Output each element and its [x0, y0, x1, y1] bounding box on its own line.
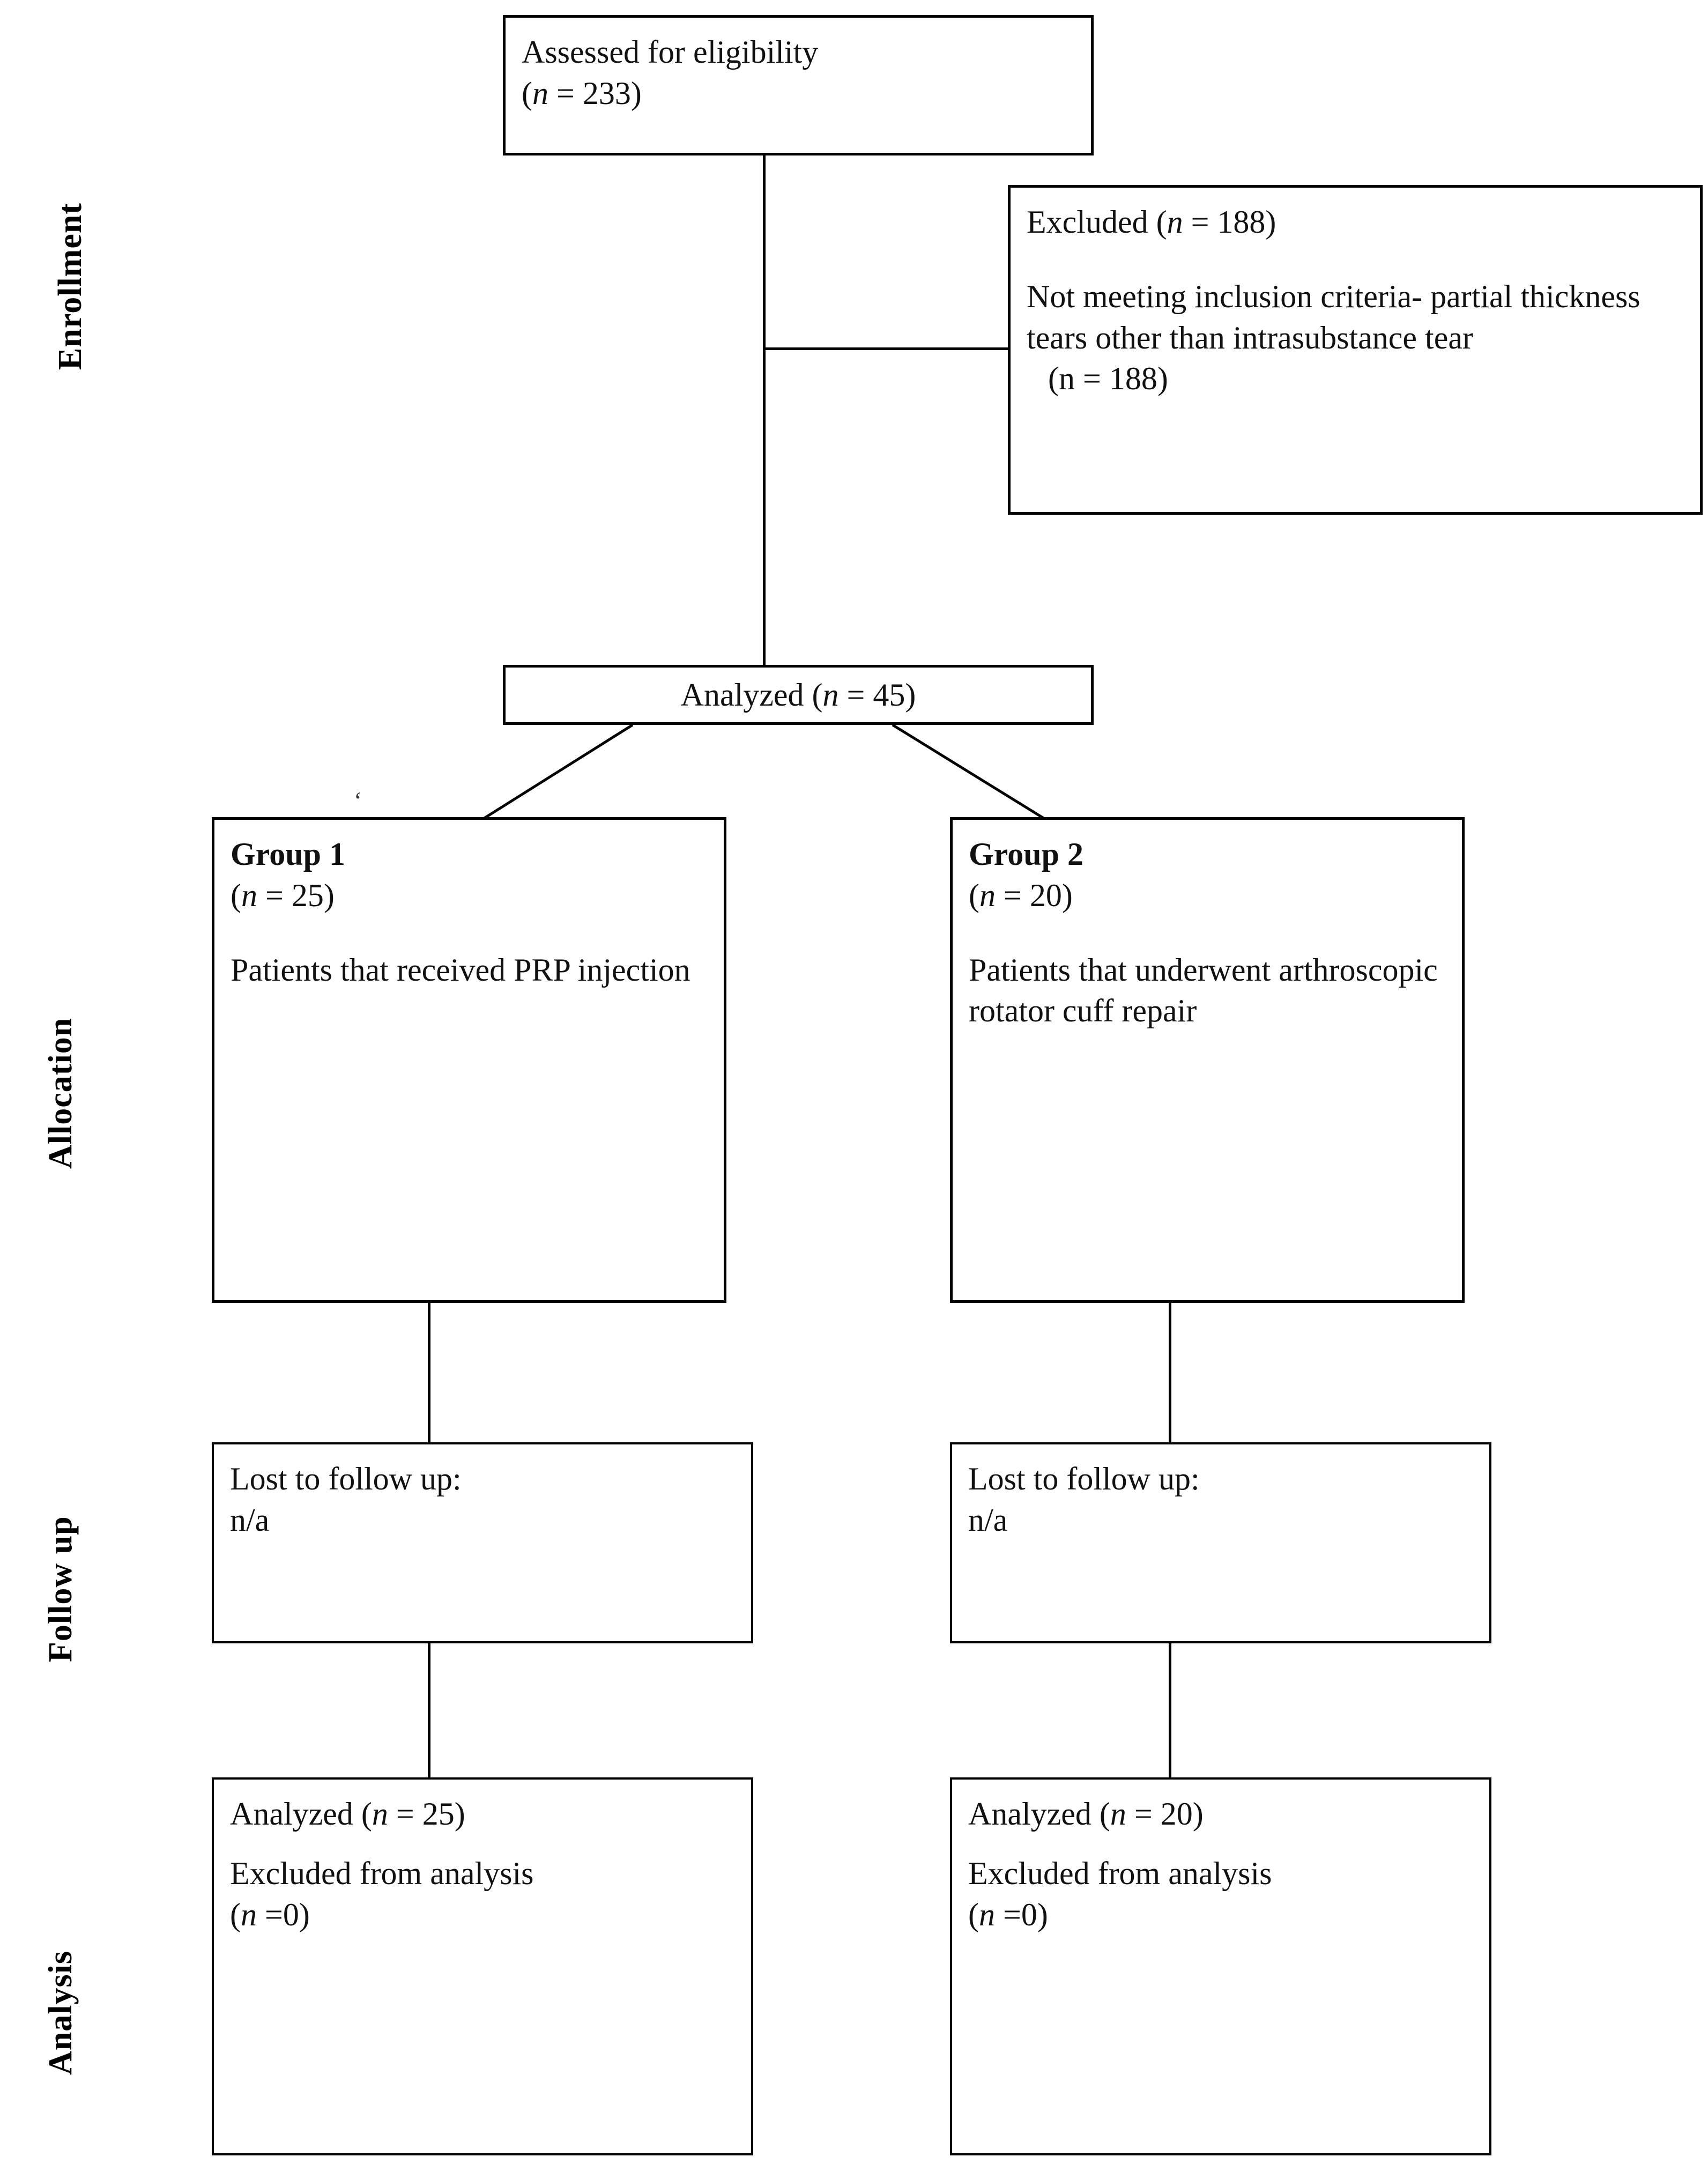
analysis2-n-symbol: n — [1110, 1796, 1126, 1832]
connector-group2-to-followup2 — [1169, 1303, 1171, 1442]
analysis2-spacer — [968, 1835, 1473, 1853]
analysis2-excluded-n-symbol: n — [978, 1896, 995, 1932]
group2-title: Group 2 — [969, 836, 1083, 872]
group1-n-symbol: n — [241, 877, 257, 913]
group1-paren-open: ( — [231, 877, 241, 913]
connector-followup2-to-analysis2 — [1169, 1643, 1171, 1777]
connector-analyzed-to-group1 — [481, 723, 634, 821]
analysis1-excluded-label: Excluded from analysis — [230, 1855, 534, 1891]
assessed-line-2: (n = 233) — [522, 73, 1075, 114]
excluded-reason-count: (n = 188) — [1048, 361, 1168, 397]
assessed-n-symbol: n — [532, 75, 548, 111]
group1-spacer — [231, 916, 708, 950]
excluded-heading: Excluded (n = 188) — [1027, 202, 1684, 243]
assessed-paren-open: ( — [522, 75, 532, 111]
followup2-line-1: Lost to follow up: — [968, 1461, 1200, 1496]
connector-group1-to-followup1 — [428, 1303, 430, 1442]
group2-spacer — [969, 916, 1446, 950]
box-followup-group1: Lost to follow up: n/a — [212, 1442, 753, 1643]
box-assessed-for-eligibility: Assessed for eligibility (n = 233) — [503, 15, 1094, 155]
followup1-line-2: n/a — [230, 1502, 270, 1538]
analysis1-excluded-paren-open: ( — [230, 1896, 241, 1932]
connector-followup1-to-analysis1 — [428, 1643, 430, 1777]
analysis1-excluded-n: (n =0) — [230, 1894, 735, 1936]
analyzed-total-n-symbol: n — [822, 677, 839, 713]
analysis2-excluded-paren-open: ( — [968, 1896, 979, 1932]
analysis1-spacer — [230, 1835, 735, 1853]
assessed-line-1: Assessed for eligibility — [522, 34, 819, 70]
analysis1-excluded-n-symbol: n — [240, 1896, 257, 1932]
box-analysis-group2: Analyzed (n = 20) Excluded from analysis… — [950, 1777, 1491, 2155]
analyzed-total-text: Analyzed (n = 45) — [681, 675, 916, 716]
group2-paren-open: ( — [969, 877, 979, 913]
box-analysis-group1: Analyzed (n = 25) Excluded from analysis… — [212, 1777, 753, 2155]
analysis2-excluded-n: (n =0) — [968, 1894, 1473, 1936]
assessed-n-value: = 233) — [548, 75, 642, 111]
connector-trunk-to-excluded — [763, 347, 1009, 350]
analyzed-total-n-value: = 45) — [838, 677, 916, 713]
excluded-heading-prefix: Excluded ( — [1027, 204, 1167, 240]
followup1-line-1: Lost to follow up: — [230, 1461, 462, 1496]
analysis2-n-value: = 20) — [1126, 1796, 1204, 1832]
analysis2-analyzed-prefix: Analyzed ( — [968, 1796, 1110, 1832]
analysis1-analyzed-prefix: Analyzed ( — [230, 1796, 372, 1832]
group1-title: Group 1 — [231, 836, 345, 872]
analysis1-analyzed: Analyzed (n = 25) — [230, 1793, 735, 1835]
analysis1-n-symbol: n — [372, 1796, 388, 1832]
followup2-line-2: n/a — [968, 1502, 1008, 1538]
connector-assessed-to-analyzed — [763, 155, 766, 723]
group2-n-value: = 20) — [995, 877, 1073, 913]
group2-n: (n = 20) — [969, 875, 1446, 916]
excluded-n-value: = 188) — [1183, 204, 1276, 240]
group1-n-value: = 25) — [257, 877, 335, 913]
analysis1-excluded-n-value: =0) — [256, 1896, 310, 1932]
group1-n: (n = 25) — [231, 875, 708, 916]
excluded-spacer — [1027, 243, 1684, 276]
group1-description: Patients that received PRP injection — [231, 952, 690, 988]
box-analyzed-total: Analyzed (n = 45) — [503, 665, 1094, 725]
box-excluded: Excluded (n = 188) Not meeting inclusion… — [1008, 185, 1703, 515]
box-group-1: Group 1 (n = 25) Patients that received … — [212, 817, 726, 1303]
excluded-reason: Not meeting inclusion criteria- partial … — [1027, 278, 1640, 355]
group2-n-symbol: n — [979, 877, 996, 913]
box-group-2: Group 2 (n = 20) Patients that underwent… — [950, 817, 1465, 1303]
stray-apostrophe-artifact: ‘ — [354, 787, 362, 814]
analysis2-analyzed: Analyzed (n = 20) — [968, 1793, 1473, 1835]
connector-analyzed-to-group2 — [892, 723, 1046, 821]
analysis2-excluded-n-value: =0) — [994, 1896, 1048, 1932]
analyzed-total-prefix: Analyzed ( — [680, 677, 823, 713]
box-followup-group2: Lost to follow up: n/a — [950, 1442, 1491, 1643]
analysis2-excluded-label: Excluded from analysis — [968, 1855, 1272, 1891]
excluded-n-symbol: n — [1167, 204, 1183, 240]
group2-description: Patients that underwent arthroscopic rot… — [969, 952, 1438, 1029]
analysis1-n-value: = 25) — [388, 1796, 465, 1832]
